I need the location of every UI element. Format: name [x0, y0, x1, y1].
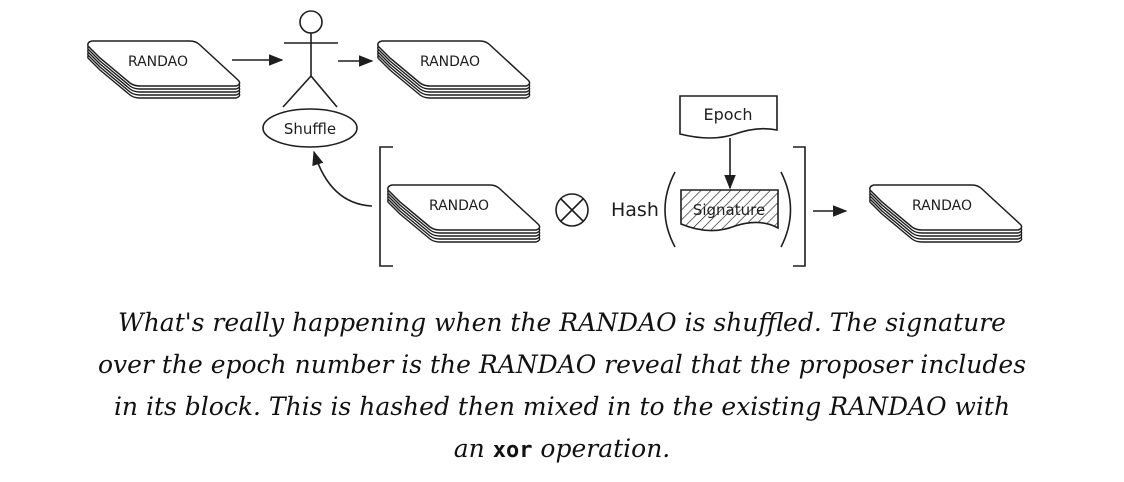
randao-stack-result: RANDAO [869, 184, 1023, 243]
caption-code-xor: xor [492, 438, 533, 463]
xor-icon [555, 193, 589, 227]
signature-label: Signature [693, 201, 765, 219]
figure-caption: What's really happening when the RANDAO … [60, 302, 1064, 472]
caption-line: in its block. This is hashed then mixed … [113, 392, 1011, 421]
randao-stack-label: RANDAO [128, 54, 188, 70]
randao-stack-label: RANDAO [912, 198, 972, 214]
caption-line: What's really happening when the RANDAO … [118, 308, 1006, 337]
randao-diagram: RANDAO Shuffle RANDAO RANDAO Hash [87, 10, 1023, 267]
arrow-mix-to-shuffle [312, 150, 373, 207]
epoch-document: Epoch [679, 95, 778, 139]
shuffler-actor-icon [282, 10, 338, 108]
randao-stack-label: RANDAO [420, 54, 480, 70]
signature-document: Signature [680, 189, 779, 232]
randao-stack-output: RANDAO [377, 40, 531, 99]
hash-close-paren [780, 171, 792, 248]
caption-text: an [453, 434, 493, 463]
hash-label: Hash [611, 199, 659, 221]
caption-text: operation. [532, 434, 671, 463]
shuffle-label: Shuffle [284, 120, 336, 138]
right-bracket [793, 146, 806, 267]
epoch-label: Epoch [704, 105, 753, 124]
caption-line: an xor operation. [60, 428, 1064, 472]
randao-stack-input: RANDAO [87, 40, 241, 99]
randao-stack-label: RANDAO [429, 198, 489, 214]
shuffle-ellipse: Shuffle [262, 108, 358, 148]
hash-open-paren [664, 171, 676, 248]
left-bracket [379, 146, 393, 267]
randao-stack-mix-input: RANDAO [387, 184, 541, 243]
caption-line: over the epoch number is the RANDAO reve… [97, 350, 1027, 379]
